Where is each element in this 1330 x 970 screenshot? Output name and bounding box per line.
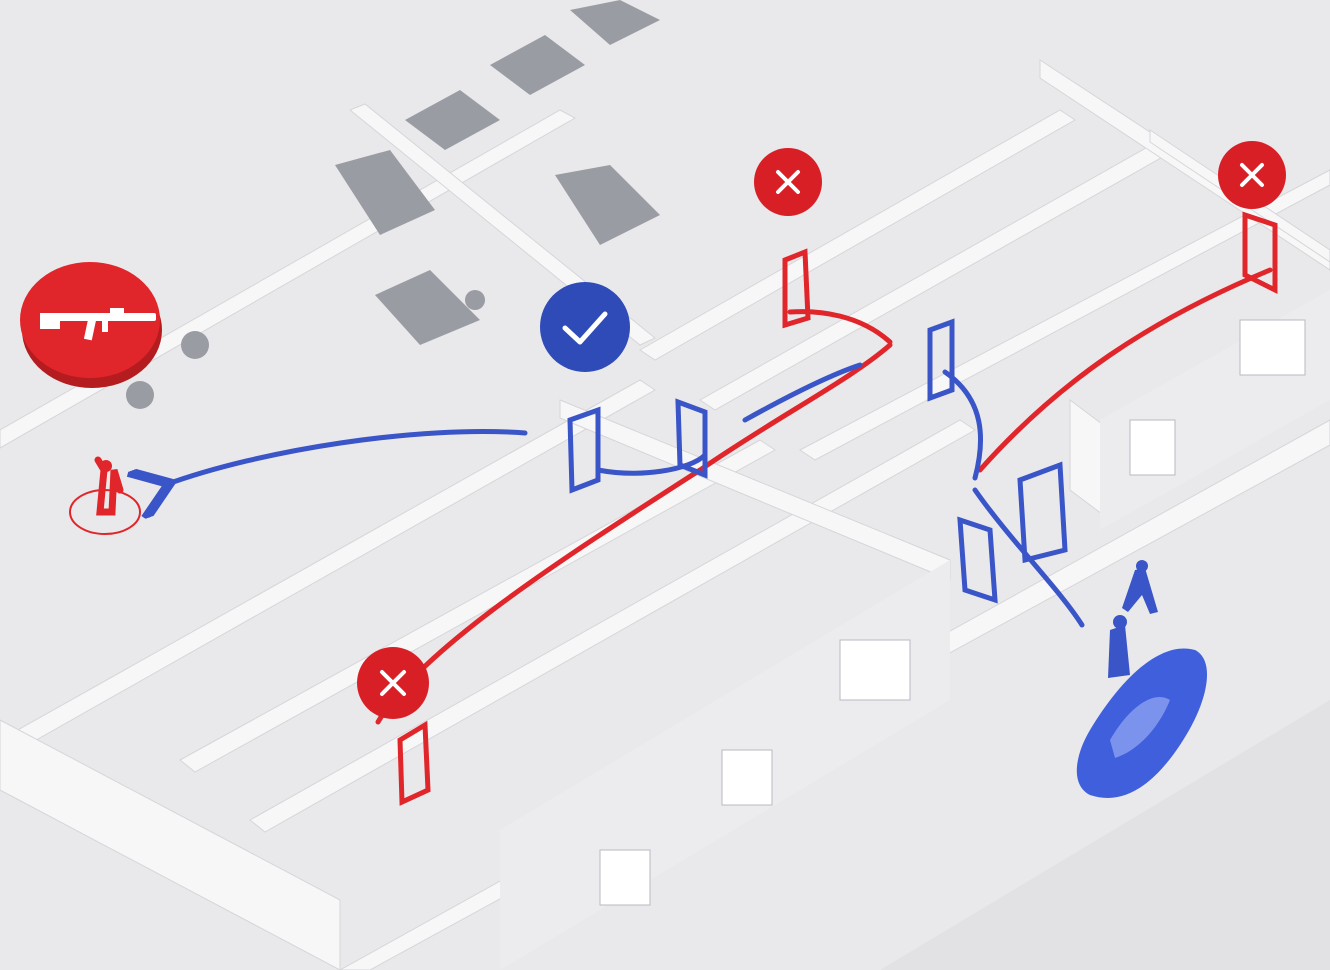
x-icon	[776, 170, 800, 194]
safe-route-arrow	[165, 429, 528, 485]
threat-path-main	[375, 342, 893, 725]
safe-doors	[567, 318, 1068, 604]
windows	[599, 319, 1306, 906]
safe-route-marker	[540, 282, 630, 372]
blocked-marker	[357, 647, 429, 719]
threat-marker	[20, 262, 162, 388]
blocked-marker	[1218, 141, 1286, 209]
blocked-doors	[397, 211, 1278, 806]
threat-paths	[375, 267, 1273, 725]
check-icon	[562, 311, 608, 345]
threat-path-right	[977, 267, 1273, 473]
x-icon	[1240, 163, 1264, 187]
x-icon	[380, 670, 406, 696]
safe-paths	[165, 362, 1085, 628]
responder-figures	[1108, 560, 1158, 678]
rifle-icon	[40, 308, 156, 341]
street	[880, 700, 1330, 970]
blocked-marker	[754, 148, 822, 216]
attacker-figure	[69, 456, 141, 535]
office-furniture	[126, 0, 660, 409]
threat-path-upper	[787, 309, 893, 345]
police-car	[1076, 648, 1207, 798]
